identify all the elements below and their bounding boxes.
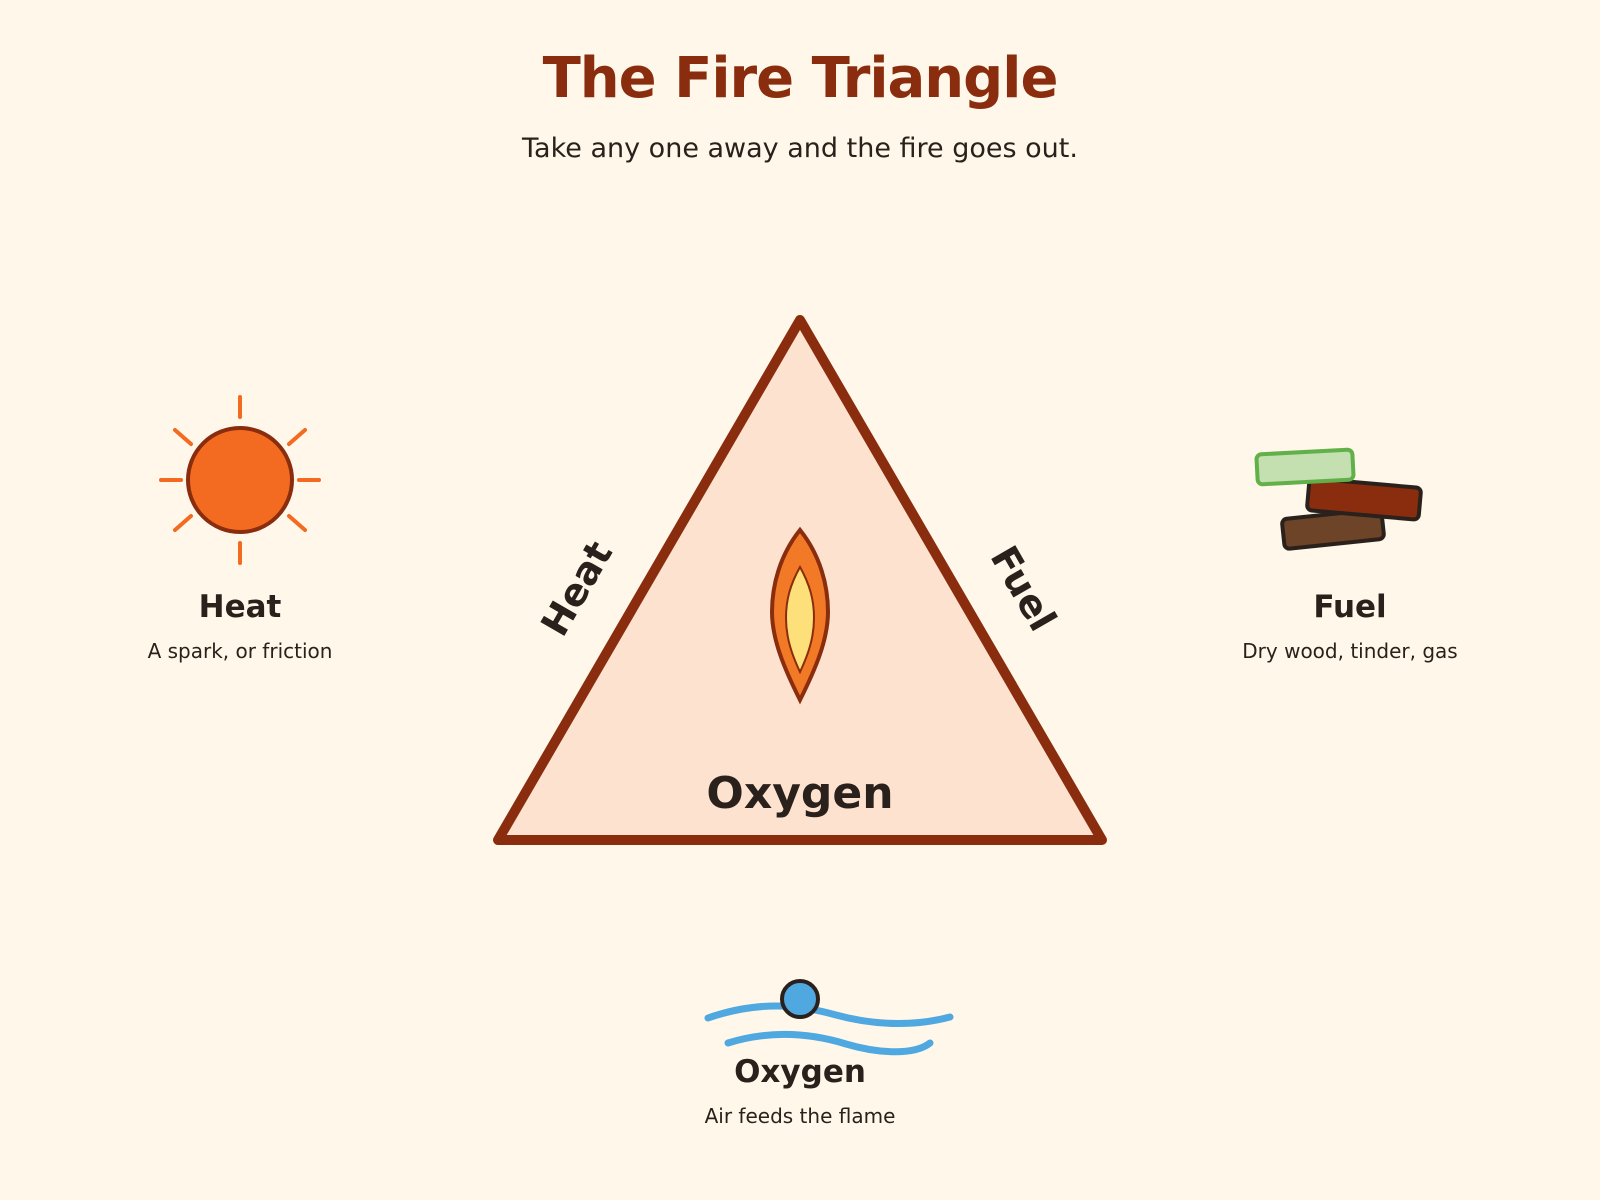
page-subtitle: Take any one away and the fire goes out. — [522, 133, 1078, 164]
heat-description: A spark, or friction — [147, 639, 333, 663]
fuel-description: Dry wood, tinder, gas — [1242, 639, 1458, 663]
heat-title: Heat — [198, 589, 282, 625]
fuel-title: Fuel — [1313, 589, 1387, 625]
oxygen-description: Air feeds the flame — [704, 1104, 896, 1128]
page-title: The Fire Triangle — [542, 46, 1059, 111]
sun-icon — [159, 395, 321, 565]
wood-pile-icon — [1254, 447, 1423, 551]
air-wave-icon — [704, 979, 954, 1056]
flame-icon — [769, 526, 831, 705]
triangle-base-label: Oxygen — [706, 768, 893, 819]
triangle-left-side-label: Heat — [532, 534, 621, 644]
oxygen-title: Oxygen — [734, 1054, 866, 1090]
triangle-right-side-label: Fuel — [982, 539, 1065, 639]
